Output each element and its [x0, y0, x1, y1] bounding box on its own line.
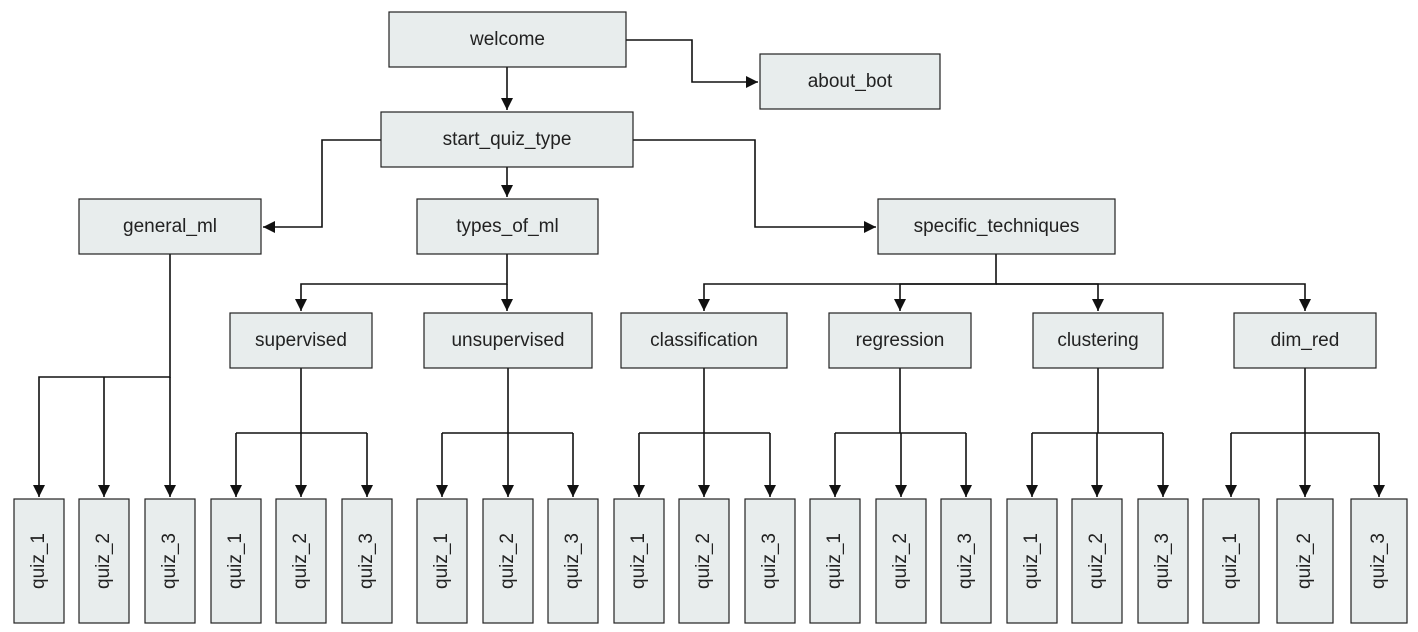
- node-general-ml-quiz-3: quiz_3: [144, 498, 196, 624]
- node-dim-red-quiz-3: quiz_3: [1350, 498, 1408, 624]
- node-unsupervised-quiz-3: quiz_3: [547, 498, 599, 624]
- node-general-ml-quiz-2: quiz_2: [78, 498, 130, 624]
- edge-specific-to-classification: [698, 254, 997, 311]
- node-general-ml: general_ml: [78, 198, 262, 255]
- node-regression: regression: [828, 312, 972, 369]
- node-start-quiz-type: start_quiz_type: [380, 111, 634, 168]
- quiz-label: quiz_2: [93, 533, 114, 589]
- quiz-label: quiz_1: [1220, 533, 1241, 589]
- node-dim-red-label: dim_red: [1271, 330, 1340, 351]
- quiz-label: quiz_2: [1294, 533, 1315, 589]
- quiz-label: quiz_3: [1152, 533, 1173, 589]
- edge-clustering-stem: [1032, 368, 1163, 434]
- edge-supervised-stem: [236, 368, 367, 434]
- node-supervised-quiz-3: quiz_3: [341, 498, 393, 624]
- edge-regression-stem: [835, 368, 966, 434]
- node-clustering-quiz-2: quiz_2: [1071, 498, 1123, 624]
- quiz-label: quiz_1: [225, 533, 246, 589]
- node-classification-label: classification: [650, 330, 758, 351]
- quiz-label: quiz_1: [28, 533, 49, 589]
- node-regression-label: regression: [856, 330, 945, 351]
- edge-start-to-general-ml: [263, 139, 381, 233]
- node-clustering: clustering: [1032, 312, 1164, 369]
- node-clustering-quiz-1: quiz_1: [1006, 498, 1058, 624]
- node-supervised-label: supervised: [255, 330, 347, 351]
- node-regression-quiz-1: quiz_1: [809, 498, 861, 624]
- node-types-of-ml-label: types_of_ml: [456, 216, 558, 237]
- edge-specific-to-dim-red: [996, 283, 1311, 311]
- quiz-label: quiz_1: [431, 533, 452, 589]
- node-specific-techniques-label: specific_techniques: [914, 216, 1080, 237]
- node-types-of-ml: types_of_ml: [416, 198, 599, 255]
- quiz-label: quiz_1: [628, 533, 649, 589]
- node-classification-quiz-1: quiz_1: [613, 498, 665, 624]
- node-unsupervised-quiz-1: quiz_1: [416, 498, 468, 624]
- node-general-ml-quiz-1: quiz_1: [13, 498, 65, 624]
- quiz-label: quiz_3: [562, 533, 583, 589]
- quiz-label: quiz_2: [890, 533, 911, 589]
- quiz-label: quiz_1: [1021, 533, 1042, 589]
- edge-unsupervised-stem: [442, 368, 573, 434]
- node-specific-techniques: specific_techniques: [877, 198, 1116, 255]
- node-classification-quiz-2: quiz_2: [678, 498, 730, 624]
- quiz-label: quiz_2: [693, 533, 714, 589]
- node-unsupervised: unsupervised: [423, 312, 593, 369]
- quiz-label: quiz_3: [955, 533, 976, 589]
- edges-layer: [33, 39, 1385, 497]
- quiz-label: quiz_3: [759, 533, 780, 589]
- quiz-label: quiz_1: [824, 533, 845, 589]
- node-about-bot-label: about_bot: [808, 71, 893, 92]
- quiz-label: quiz_3: [159, 533, 180, 589]
- node-regression-quiz-3: quiz_3: [940, 498, 992, 624]
- node-welcome-label: welcome: [469, 29, 545, 50]
- edge-specific-to-regression: [894, 283, 996, 311]
- quiz-label: quiz_2: [1086, 533, 1107, 589]
- node-supervised-quiz-1: quiz_1: [210, 498, 262, 624]
- node-regression-quiz-2: quiz_2: [875, 498, 927, 624]
- quiz-nodes: quiz_1 quiz_2 quiz_3 quiz_1 quiz_2 quiz_…: [13, 498, 1408, 624]
- edge-types-to-supervised: [295, 254, 508, 311]
- edge-welcome-to-about-bot: [626, 39, 758, 88]
- node-dim-red-quiz-2: quiz_2: [1276, 498, 1334, 624]
- node-unsupervised-label: unsupervised: [451, 330, 564, 351]
- quiz-label: quiz_2: [497, 533, 518, 589]
- quiz-label: quiz_2: [290, 533, 311, 589]
- node-general-ml-label: general_ml: [123, 216, 217, 237]
- node-dim-red-quiz-1: quiz_1: [1202, 498, 1260, 624]
- edge-classification-stem: [639, 368, 770, 434]
- node-welcome: welcome: [388, 11, 627, 68]
- node-start-quiz-type-label: start_quiz_type: [443, 129, 572, 150]
- edge-start-to-specific-techniques: [633, 139, 876, 233]
- node-classification-quiz-3: quiz_3: [744, 498, 796, 624]
- edge-dim-red-stem: [1231, 368, 1379, 434]
- node-dim-red: dim_red: [1233, 312, 1377, 369]
- node-supervised-quiz-2: quiz_2: [275, 498, 327, 624]
- quiz-label: quiz_3: [1368, 533, 1389, 589]
- node-clustering-label: clustering: [1057, 330, 1138, 351]
- node-supervised: supervised: [229, 312, 373, 369]
- node-classification: classification: [620, 312, 788, 369]
- node-clustering-quiz-3: quiz_3: [1137, 498, 1189, 624]
- quiz-label: quiz_3: [356, 533, 377, 589]
- node-about-bot: about_bot: [759, 53, 941, 110]
- edge-specific-to-clustering: [996, 283, 1104, 311]
- node-unsupervised-quiz-2: quiz_2: [482, 498, 534, 624]
